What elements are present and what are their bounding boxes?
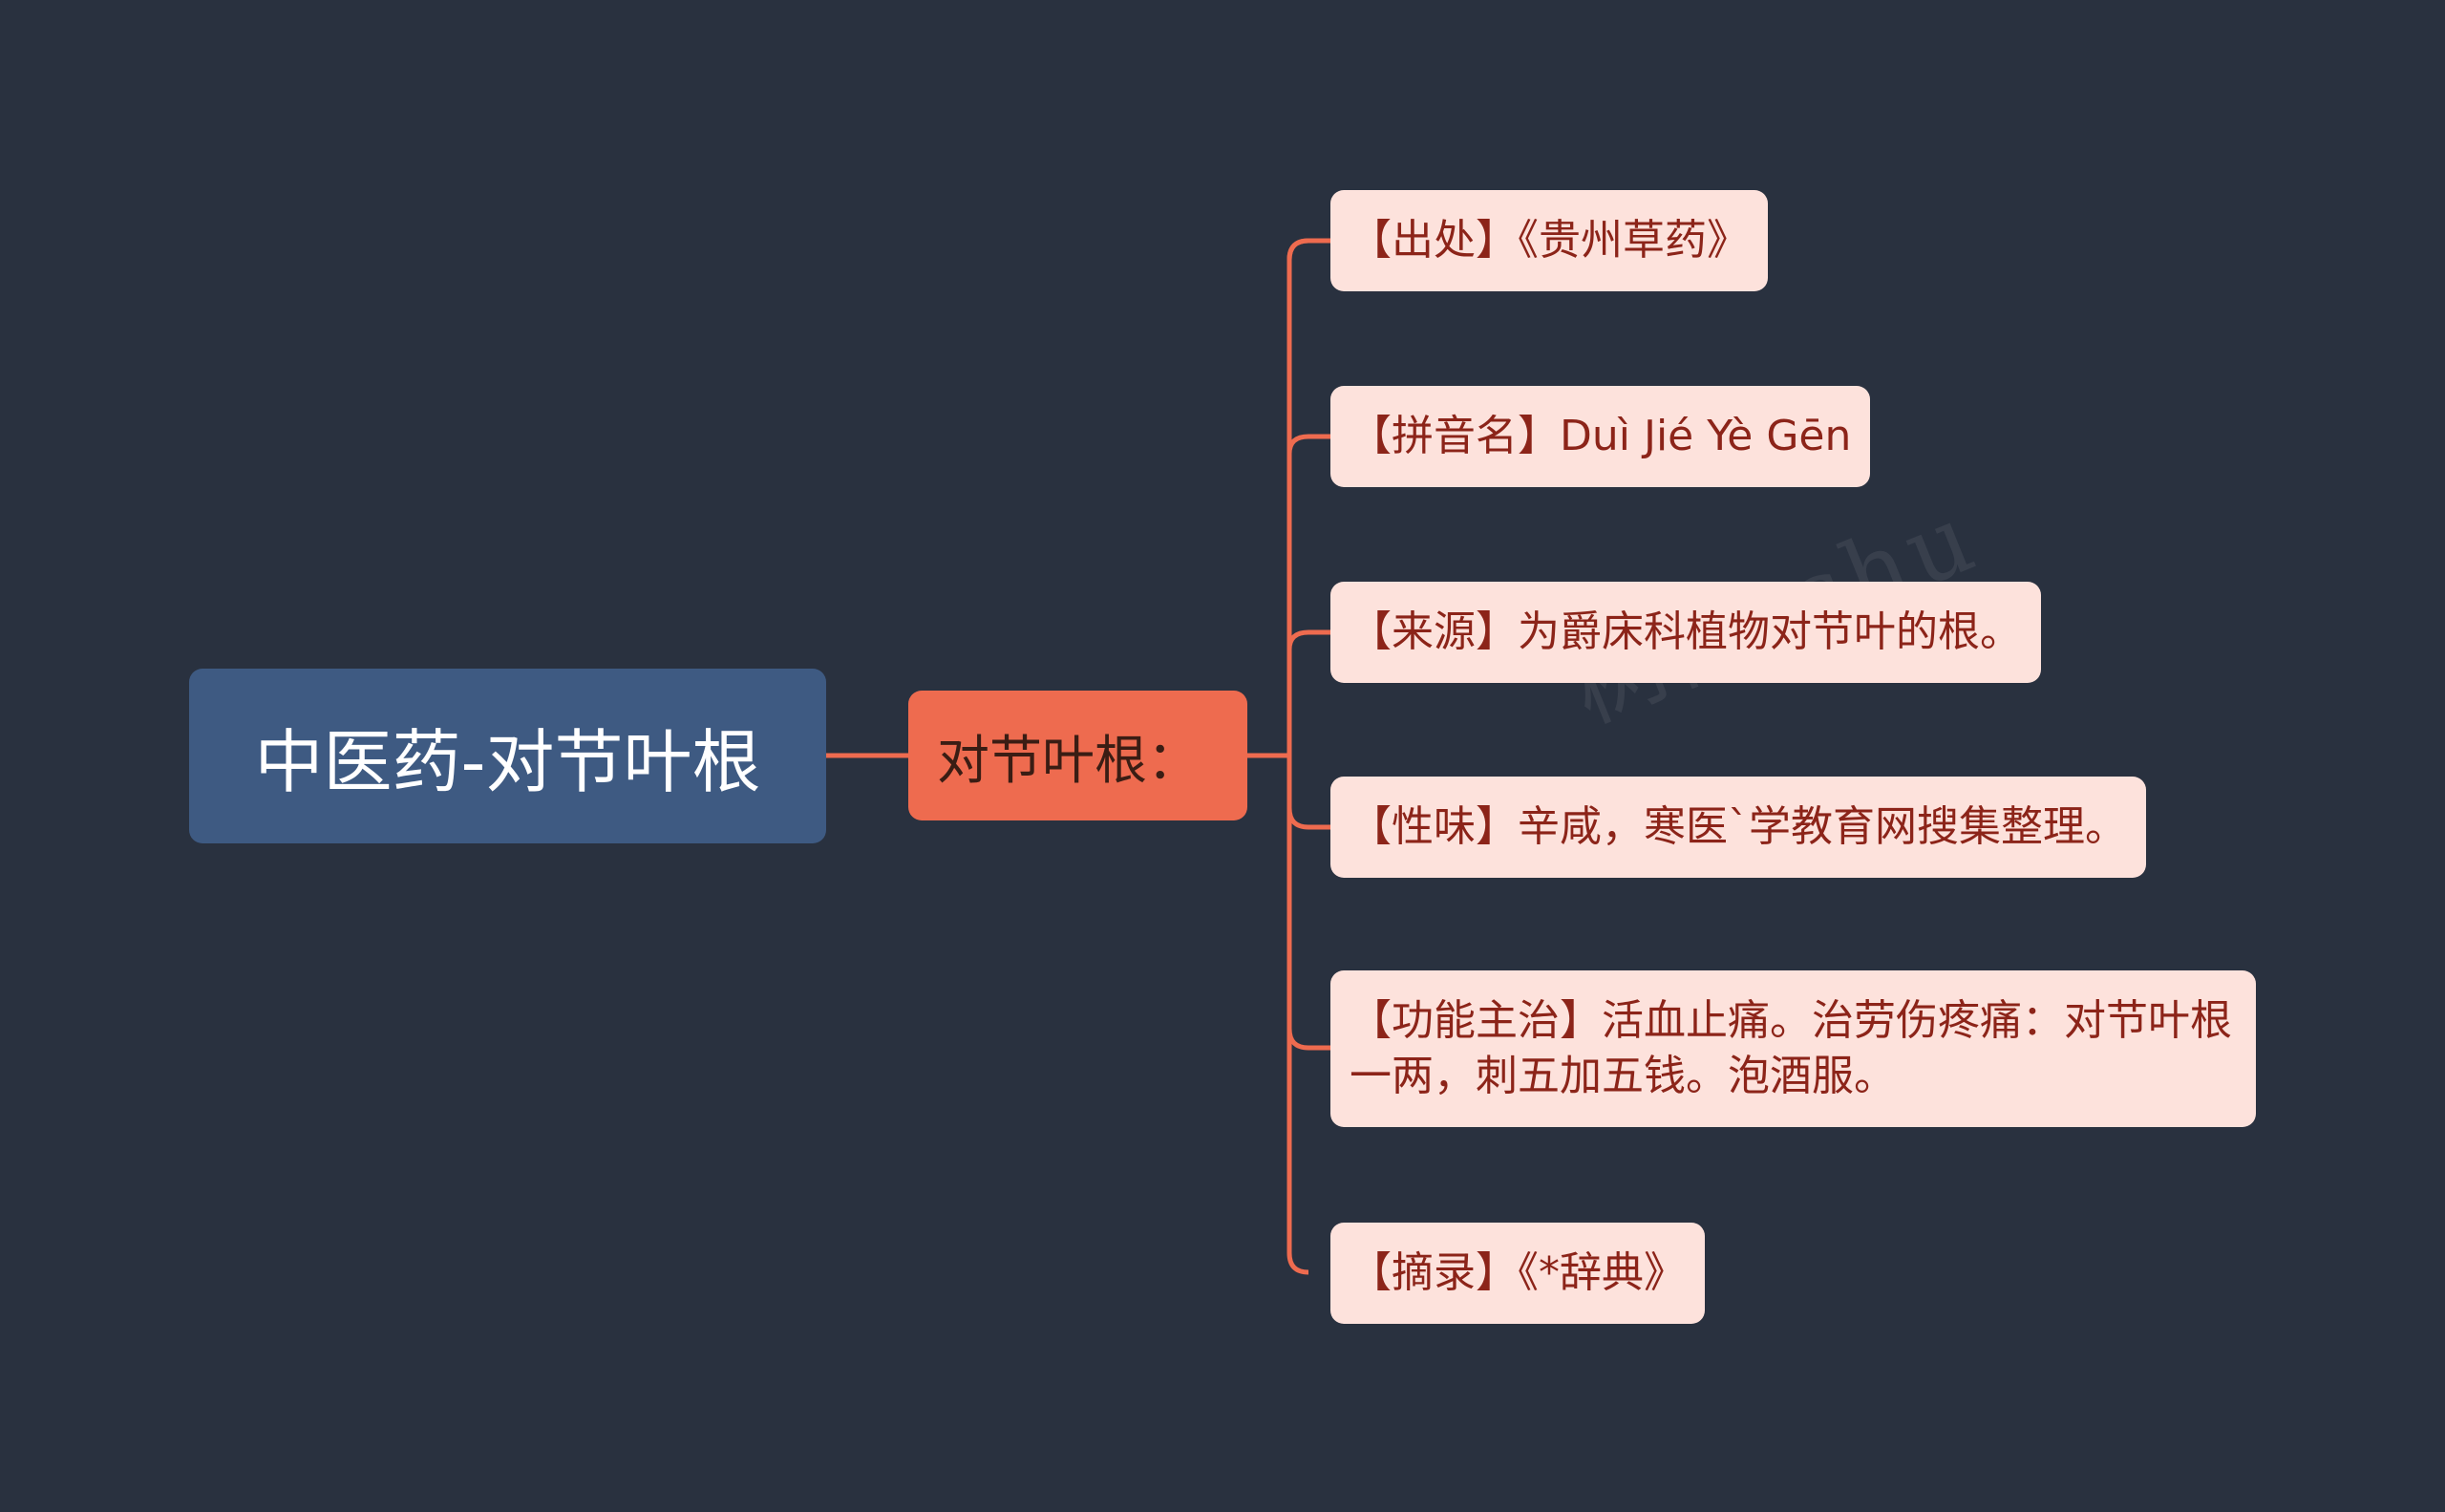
root-node[interactable]: 中医药-对节叶根 [189,669,826,843]
leaf-node-taste[interactable]: 【性味】辛咸，寒医`学教育网搜集整理。 [1330,777,2146,878]
leaf-node-excerpt[interactable]: 【摘录】《*辞典》 [1330,1223,1705,1324]
root-node-label: 中医药-对节叶根 [254,722,761,802]
topic-node[interactable]: 对节叶根： [908,691,1247,820]
leaf-node-pinyin[interactable]: 【拼音名】Duì Jié Yè Gēn [1330,386,1871,487]
leaf-node-label: 【拼音名】Duì Jié Yè Gēn [1350,412,1852,460]
topic-node-label: 对节叶根： [937,730,1201,791]
leaf-node-label: 【功能主治】活血止痛。治劳伤疼痛：对节叶根一两，刺五加五钱。泡酒服。 [1350,996,2232,1100]
leaf-connector-1 [1286,238,1330,261]
leaf-connector-3 [1286,629,1330,650]
leaf-node-source[interactable]: 【出处】《贵州草药》 [1330,190,1768,291]
leaf-node-origin[interactable]: 【来源】为爵床科植物对节叶的根。 [1330,582,2041,683]
leaf-node-label: 【摘录】《*辞典》 [1350,1248,1686,1297]
leaf-connector-5 [1286,1028,1330,1051]
trunk-connector [1286,238,1309,1275]
leaf-node-label: 【出处】《贵州草药》 [1350,216,1749,265]
leaf-connector-2 [1286,434,1330,455]
leaf-node-label: 【来源】为爵床科植物对节叶的根。 [1350,607,2022,656]
leaf-connector-4 [1286,807,1330,830]
leaf-node-label: 【性味】辛咸，寒医`学教育网搜集整理。 [1350,802,2127,851]
leaf-node-indications[interactable]: 【功能主治】活血止痛。治劳伤疼痛：对节叶根一两，刺五加五钱。泡酒服。 [1330,970,2256,1127]
